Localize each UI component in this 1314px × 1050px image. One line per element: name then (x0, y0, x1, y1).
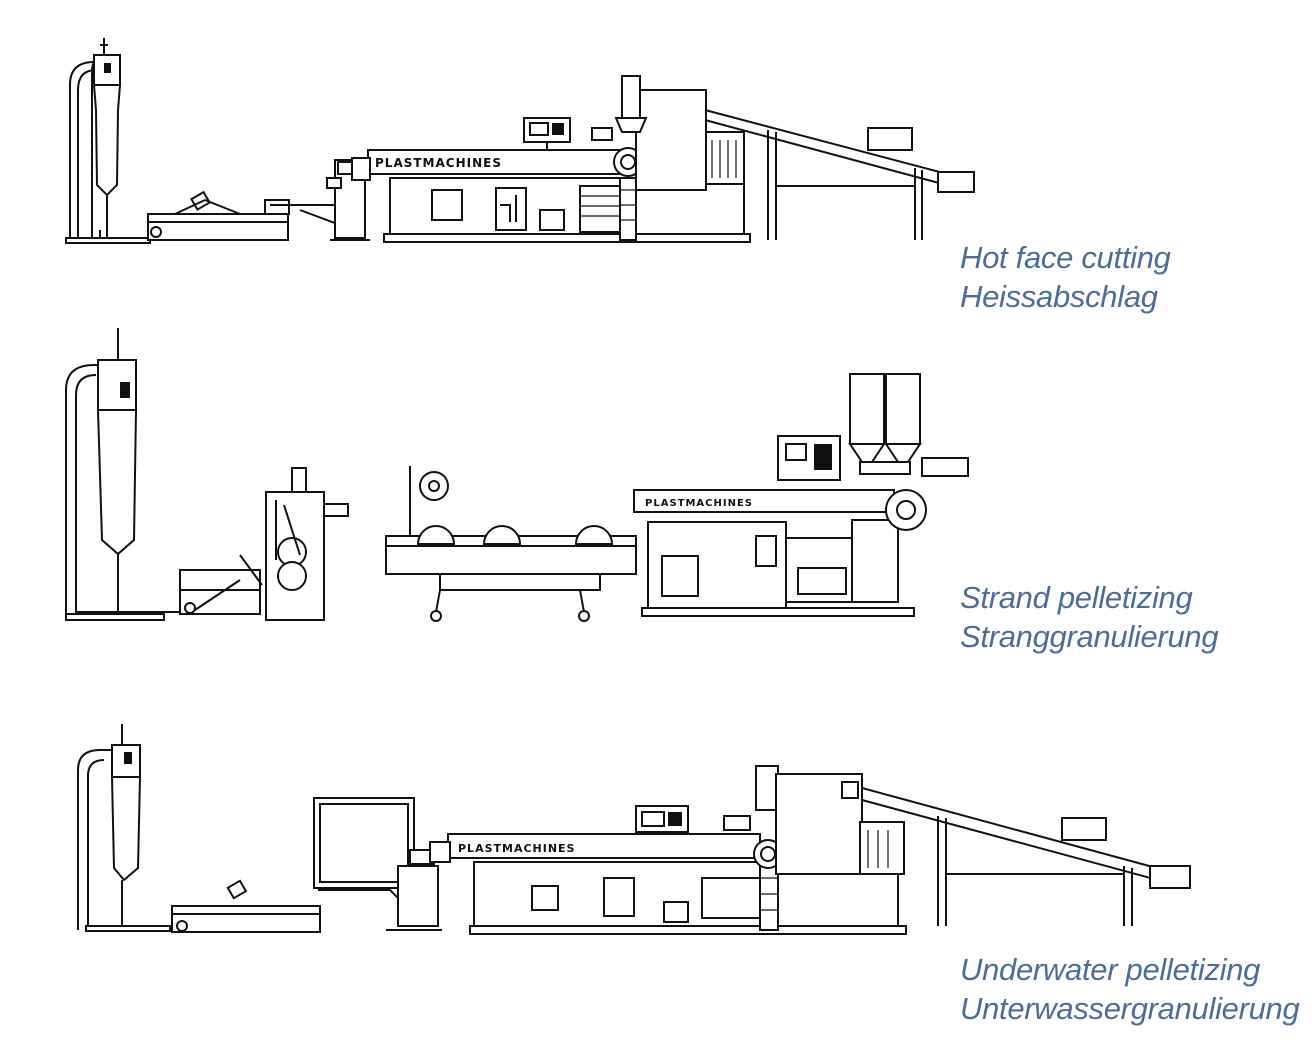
belt-feeder (318, 849, 442, 931)
output-conveyor (861, 787, 1191, 926)
water-bath (171, 879, 321, 933)
hot-face-cutting-label: Hot face cutting Heissabschlag (960, 238, 1171, 316)
svg-text:PLASTMACHINES: PLASTMACHINES (645, 498, 753, 509)
underwater-pelletizing-line-drawing: PLASTMACHINES (77, 724, 1191, 935)
hot-face-cutting-line-drawing: PLASTMACHINES (65, 38, 975, 244)
control-panel (523, 117, 571, 150)
svg-text:PLASTMACHINES: PLASTMACHINES (458, 842, 575, 855)
label-english: Underwater pelletizing (960, 952, 1261, 987)
extruder-barrel: PLASTMACHINES (351, 149, 631, 181)
underwater-pelletizing-label: Underwater pelletizing Unterwassergranul… (960, 950, 1300, 1028)
control-panel (635, 805, 689, 833)
twin-hoppers (848, 373, 969, 477)
strand-pelletizing-line-drawing: PLASTMACHINES (65, 328, 969, 622)
cooling-bath (179, 554, 263, 615)
label-german: Unterwassergranulierung (960, 991, 1300, 1026)
label-english: Strand pelletizing (960, 580, 1193, 615)
silo-cyclone (65, 38, 151, 244)
belt-feeder (270, 159, 370, 241)
extruder-barrel: PLASTMACHINES (633, 489, 927, 531)
strand-bath (385, 466, 637, 622)
cooling-bath (147, 190, 290, 241)
brand-label: PLASTMACHINES (375, 156, 502, 170)
strand-cutter-tower (265, 467, 349, 621)
extruder-body (641, 519, 915, 617)
label-german: Heissabschlag (960, 279, 1158, 314)
silo-cyclone (65, 328, 190, 621)
label-english: Hot face cutting (960, 240, 1171, 275)
label-german: Stranggranulierung (960, 619, 1219, 654)
control-panel (777, 435, 841, 481)
extruder-barrel: PLASTMACHINES (429, 833, 783, 869)
drive-and-hopper (591, 75, 745, 191)
strand-pelletizing-label: Strand pelletizing Stranggranulierung (960, 578, 1219, 656)
drive-and-hopper (723, 765, 905, 875)
silo-cyclone (77, 724, 171, 932)
output-conveyor (704, 109, 975, 240)
extruder-body (469, 861, 907, 935)
